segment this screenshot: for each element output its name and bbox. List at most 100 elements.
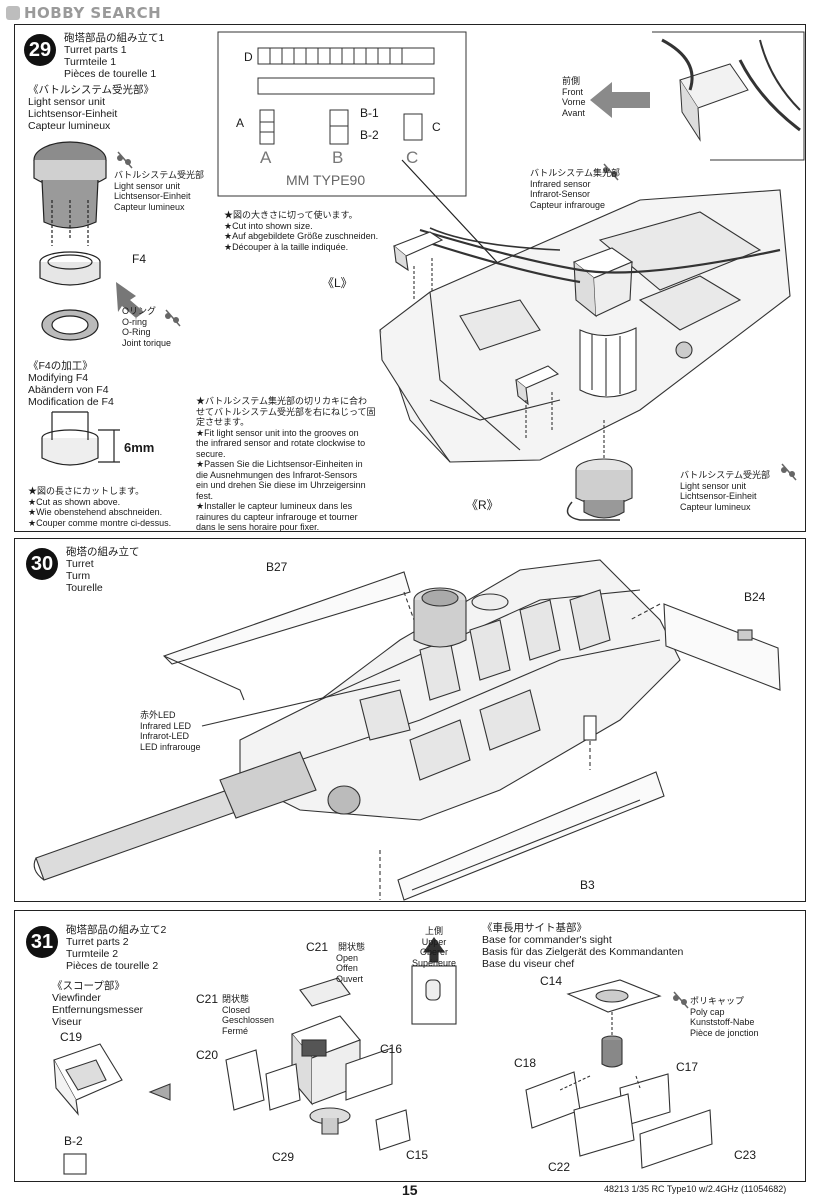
title-jp: 砲塔部品の組み立て2 [66, 924, 167, 936]
led-de: Infrarot-LED [140, 731, 190, 741]
modify-f4-heading: 《F4の加工》 Modifying F4 Abändern von F4 Mod… [28, 360, 114, 408]
front-label: 前側 Front Vorne Avant [562, 76, 586, 118]
upper-label: 上側 Upper Oberer Supérieure [412, 926, 456, 968]
c21-closed-fr: Fermé [222, 1025, 249, 1036]
logo-icon [6, 6, 20, 20]
step-31-number: 31 [26, 926, 58, 958]
fit-note-line: die Ausnehmungen des Infrarot-Sensors [196, 469, 358, 480]
turret-assembly-drawing [33, 559, 781, 901]
front-de: Vorne [562, 97, 586, 107]
fit-note-line: ★バトルシステム集光部の切リカキに合わ [196, 396, 368, 406]
front-jp: 前側 [562, 76, 581, 86]
c21-closed-label: C21 閉状態 Closed Geschlossen Fermé [196, 992, 275, 1036]
dimension-label: 6mm [124, 440, 155, 455]
fit-note-line: secure. [196, 448, 226, 459]
led-en: Infrared LED [140, 720, 192, 731]
template-c: C [432, 120, 441, 134]
modify-de: Abändern von F4 [28, 384, 109, 396]
c21-closed-part: C21 [196, 992, 219, 1006]
infrared-en: Infrared sensor [530, 178, 591, 189]
polycap-jp: ポリキャップ [690, 996, 745, 1006]
receiver2-de: Lichtsensor-Einheit [680, 491, 757, 501]
cut-note-en: ★Cut as shown above. [28, 496, 121, 507]
light-sensor-drawing [33, 141, 120, 466]
step-30-title: 砲塔の組み立て Turret Turm Tourelle [66, 546, 140, 594]
fit-note: ★バトルシステム集光部の切リカキに合わ せてバトルシステム受光部を右にねじって固… [196, 396, 376, 533]
scissors-icon [117, 151, 797, 1009]
heading-en: Light sensor unit [28, 96, 106, 108]
part-b27-label: B27 [266, 560, 288, 574]
title-de: Turmteile 2 [66, 948, 119, 960]
title-en: Turret parts 1 [64, 44, 127, 56]
c21-closed-en: Closed [222, 1004, 251, 1015]
scope-heading: 《スコープ部》 Viewfinder Entfernungsmesser Vis… [52, 980, 143, 1028]
modify-fr: Modification de F4 [28, 396, 114, 408]
part-c17-label: C17 [676, 1060, 699, 1074]
fit-note-line: ★Fit light sensor unit into the grooves … [196, 427, 359, 438]
template-b1: B-1 [360, 106, 379, 120]
left-side-label: 《L》 [322, 276, 353, 290]
fit-note-line: せてバトルシステム受光部を右にねじって固 [196, 406, 376, 417]
part-c14-label: C14 [540, 974, 563, 988]
part-c20-label: C20 [196, 1048, 219, 1062]
title-de: Turm [66, 570, 91, 582]
step-29-title: 砲塔部品の組み立て1 Turret parts 1 Turmteile 1 Pi… [64, 32, 164, 80]
modify-jp: 《F4の加工》 [28, 360, 93, 372]
receiver-fr: Capteur lumineux [114, 201, 185, 212]
oring-jp: Oリング [122, 306, 157, 316]
part-c29-label: C29 [272, 1150, 295, 1164]
part-f4-label: F4 [132, 252, 147, 266]
receiver-label: バトルシステム受光部 Light sensor unit Lichtsensor… [114, 170, 204, 212]
receiver-de: Lichtsensor-Einheit [114, 191, 191, 201]
size-note-en: ★Cut into shown size. [224, 220, 313, 231]
receiver2-label: バトルシステム受光部 Light sensor unit Lichtsensor… [680, 470, 770, 512]
size-note-fr: ★Découper à la taille indiquée. [224, 241, 349, 252]
cmd-jp: 《車長用サイト基部》 [482, 922, 587, 934]
cut-template [217, 31, 561, 331]
part-c19-label: C19 [60, 1030, 83, 1044]
front-fr: Avant [562, 107, 585, 118]
cut-note: ★図の長さにカットします。 ★Cut as shown above. ★Wie … [28, 486, 171, 528]
size-note-de: ★Auf abgebildete Größe zuschneiden. [224, 231, 379, 241]
heading-jp: 《バトルシステム受光部》 [28, 84, 154, 96]
title-fr: Pièces de tourelle 1 [64, 68, 157, 80]
right-side-label: 《R》 [466, 498, 499, 512]
part-b2-label: B-2 [64, 1134, 83, 1148]
led-fr: LED infrarouge [140, 741, 201, 752]
fit-note-line: ein und drehen Sie diese im Uhrzeigersin… [196, 480, 366, 490]
c21-closed-de: Geschlossen [222, 1015, 275, 1025]
c21-open-fr: Ouvert [336, 973, 364, 984]
heading-de: Lichtsensor-Einheit [28, 108, 118, 120]
title-en: Turret parts 2 [66, 936, 129, 948]
template-b2: B-2 [360, 128, 379, 142]
polycap-en: Poly cap [690, 1006, 725, 1017]
oring-fr: Joint torique [122, 337, 172, 348]
battle-system-heading: 《バトルシステム受光部》 Light sensor unit Lichtsens… [28, 84, 154, 132]
fit-note-line: dans le sens horaire pour fixer. [196, 522, 320, 532]
heading-fr: Capteur lumineux [28, 120, 111, 132]
template-caption: MM TYPE90 [286, 172, 366, 188]
cmd-en: Base for commander's sight [482, 934, 612, 946]
c21-open-en: Open [336, 952, 359, 963]
logo-text: HOBBY SEARCH [24, 4, 162, 22]
template-a: A [236, 116, 245, 130]
step-29-number: 29 [24, 34, 56, 66]
title-en: Turret [66, 558, 94, 570]
fit-note-line: the infrared sensor and rotate clockwise… [196, 438, 366, 448]
upper-fr: Supérieure [412, 957, 457, 968]
receiver2-jp: バトルシステム受光部 [680, 470, 771, 480]
site-logo[interactable]: HOBBY SEARCH [6, 4, 161, 22]
part-c16-label: C16 [380, 1042, 403, 1056]
step-30-panel [14, 538, 806, 902]
commander-sight-heading: 《車長用サイト基部》 Base for commander's sight Ba… [482, 922, 683, 970]
cut-note-de: ★Wie obenstehend abschneiden. [28, 507, 163, 517]
part-c15-label: C15 [406, 1148, 429, 1162]
title-de: Turmteile 1 [64, 56, 117, 68]
front-inset [652, 31, 805, 161]
modify-en: Modifying F4 [28, 372, 89, 384]
step-31-title: 砲塔部品の組み立て2 Turret parts 2 Turmteile 2 Pi… [66, 924, 166, 972]
scope-jp: 《スコープ部》 [52, 980, 125, 992]
fit-note-line: rainures du capteur infrarouge et tourne… [196, 511, 358, 522]
scope-de: Entfernungsmesser [52, 1004, 144, 1016]
